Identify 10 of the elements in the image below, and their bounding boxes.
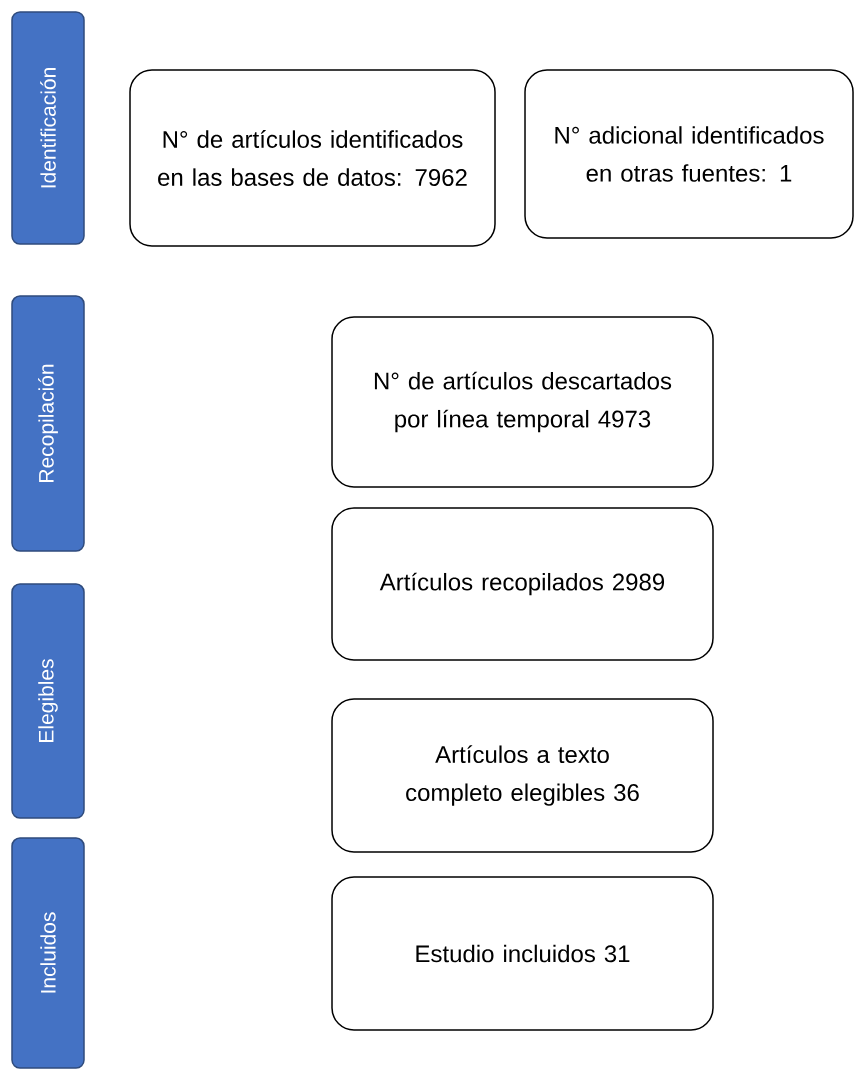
stage-band: Incluidos <box>11 837 85 1069</box>
process-box: Artículos a texto completo elegibles 36 <box>331 698 714 853</box>
process-box: N° de artículos descartados por línea temporal 4973 <box>331 316 714 488</box>
stage-band: Elegibles <box>11 583 85 819</box>
process-box: N° de artículos identificados en las bases de datos: 7962 <box>129 69 496 247</box>
process-box: Artículos recopilados 2989 <box>331 507 714 661</box>
process-box: N° adicional identificados en otras fuentes: 1 <box>524 69 854 239</box>
stage-band: Identificación <box>11 11 85 245</box>
process-box: Estudio incluidos 31 <box>331 876 714 1031</box>
stage-band: Recopilación <box>11 295 85 552</box>
